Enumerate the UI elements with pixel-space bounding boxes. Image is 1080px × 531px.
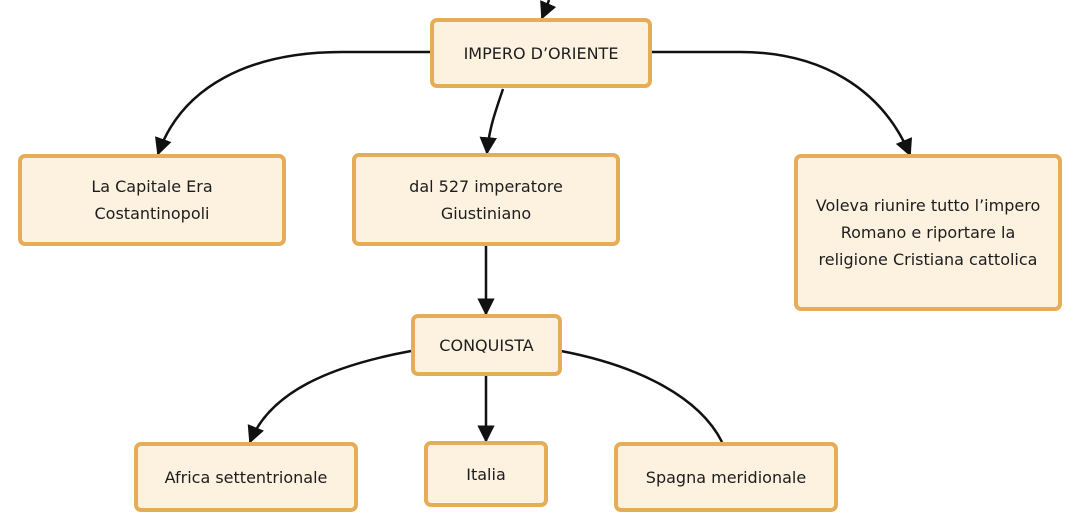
edge-impero-to-giustiniano bbox=[479, 88, 505, 155]
edge-impero-to-obiettivo bbox=[652, 50, 912, 157]
node-conquista: CONQUISTA bbox=[411, 314, 562, 376]
node-spagna-label: Spagna meridionale bbox=[645, 467, 807, 487]
node-impero-d-oriente: IMPERO D’ORIENTE bbox=[430, 18, 652, 88]
node-giustiniano: dal 527 imperatore Giustiniano bbox=[352, 153, 620, 246]
node-capitale-label: La Capitale Era Costantinopoli bbox=[91, 177, 213, 223]
node-italia: Italia bbox=[424, 441, 548, 507]
node-obiettivo-label: Voleva riunire tutto l’impero Romano e r… bbox=[815, 196, 1041, 269]
edge-conquista-to-africa bbox=[247, 349, 412, 444]
edge-conquista-to-spagna bbox=[560, 349, 724, 443]
node-italia-label: Italia bbox=[466, 464, 506, 484]
node-conquista-label: CONQUISTA bbox=[439, 335, 534, 355]
node-capitale: La Capitale Era Costantinopoli bbox=[18, 154, 286, 246]
edge-impero-to-capitale bbox=[155, 50, 430, 156]
node-obiettivo: Voleva riunire tutto l’impero Romano e r… bbox=[794, 154, 1062, 311]
edge-incoming-to-impero bbox=[540, 0, 557, 20]
node-spagna-meridionale: Spagna meridionale bbox=[614, 442, 838, 512]
node-impero-label: IMPERO D’ORIENTE bbox=[463, 43, 619, 63]
node-giustiniano-label: dal 527 imperatore Giustiniano bbox=[409, 176, 563, 223]
node-africa-settentrionale: Africa settentrionale bbox=[134, 442, 358, 512]
node-africa-label: Africa settentrionale bbox=[164, 467, 328, 487]
